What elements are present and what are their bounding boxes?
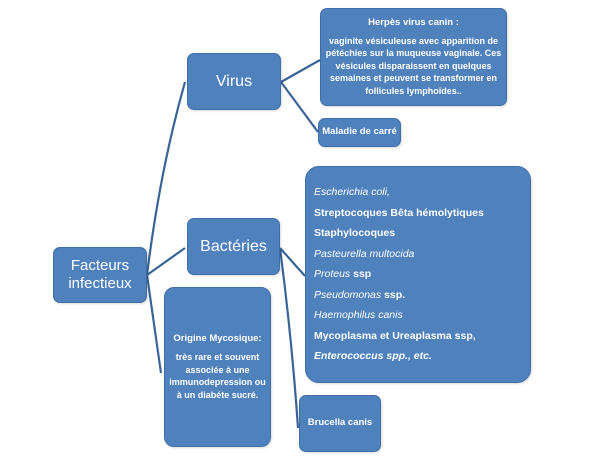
bacteria-name: Streptocoques Bêta hémolytiques	[314, 206, 484, 219]
brucella-label: Brucella canis	[307, 417, 373, 429]
bacteria-suffix: ssp	[350, 268, 372, 281]
bacteria-name: Pasteurella multocida	[314, 247, 415, 260]
line-virus-carre	[280, 81, 319, 133]
mycose-node: Origine Mycosique: très rare et souvent …	[164, 287, 271, 447]
carre-node: Maladie de carré	[318, 118, 401, 147]
line-bact-brucella	[278, 247, 300, 429]
bacteria-name: Mycoplasma et Ureaplasma ssp,	[314, 329, 476, 342]
bacteria-list-node: Escherichia coli, Streptocoques Bêta hémo…	[305, 166, 531, 383]
bacteria-item: Mycoplasma et Ureaplasma ssp,	[314, 326, 484, 347]
line-root-bacteries	[146, 247, 186, 276]
bacteria-name: Enterococcus spp., etc.	[314, 350, 432, 363]
virus-label: Virus	[215, 72, 253, 90]
herpes-title: Herpès virus canin :	[368, 17, 459, 28]
bacteria-name: Pseudomonas	[314, 288, 382, 301]
bacteria-name: Escherichia coli,	[314, 186, 390, 199]
bacteria-item: Pseudomonas ssp.	[314, 285, 484, 306]
bacteria-item: Staphylocoques	[314, 223, 484, 244]
mycose-title: Origine Mycosique:	[173, 332, 262, 344]
line-root-virus	[145, 81, 187, 276]
line-virus-herpes	[280, 59, 321, 83]
bacteria-name: Haemophilus canis	[314, 309, 403, 322]
line-bact-list	[279, 247, 306, 277]
bacteria-item: Enterococcus spp., etc.	[314, 346, 484, 367]
carre-label: Maladie de carré	[322, 126, 397, 138]
root-label: Facteurs infectieux	[68, 257, 132, 292]
bacteria-item: Escherichia coli,	[314, 182, 484, 203]
bacteria-suffix: ssp.	[381, 288, 406, 301]
virus-node: Virus	[187, 53, 281, 110]
brucella-node: Brucella canis	[299, 395, 381, 452]
mycose-text: très rare et souvent associée à une immu…	[169, 352, 266, 400]
line-root-mycose	[145, 274, 163, 374]
bacteria-item: Streptocoques Bêta hémolytiques	[314, 203, 484, 224]
bacteria-item: Proteus ssp	[314, 264, 484, 285]
bacteria-name: Staphylocoques	[314, 227, 396, 240]
bacteria-name: Proteus	[314, 268, 351, 281]
bacteria-item: Haemophilus canis	[314, 305, 484, 326]
herpes-node: Herpès virus canin : vaginite vésiculeus…	[320, 8, 507, 106]
root-node: Facteurs infectieux	[53, 247, 147, 303]
herpes-text: vaginite vésiculeuse avec apparition de …	[325, 35, 502, 96]
bacteries-label: Bactéries	[200, 237, 267, 255]
bacteria-list: Escherichia coli, Streptocoques Bêta hémo…	[314, 182, 484, 367]
bacteria-item: Pasteurella multocida	[314, 244, 484, 265]
bacteries-node: Bactéries	[187, 218, 280, 275]
